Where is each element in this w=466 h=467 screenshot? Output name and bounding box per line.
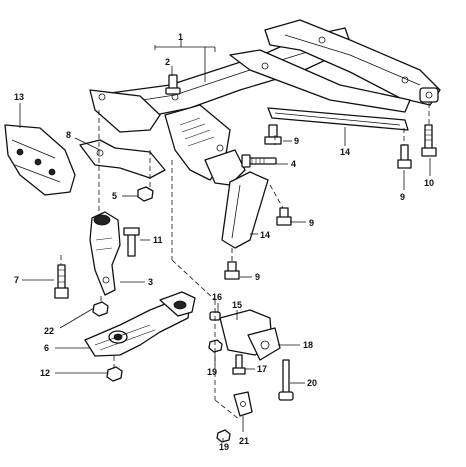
callout-8: 8 [66,130,71,140]
nut-12 [106,366,123,382]
leader-lines [19,40,431,442]
bolt-9-mid [276,207,292,226]
bolt-9-right [397,144,412,169]
callout-21: 21 [239,436,249,446]
subframe-crossmember [89,19,441,186]
callout-labels: 1 2 13 8 9 14 4 5 9 10 9 14 11 3 7 9 16 … [14,32,434,452]
heat-shield-plate [4,124,76,196]
callout-7: 7 [14,275,19,285]
bolt-4 [241,154,277,168]
callout-14-upper: 14 [340,147,350,157]
callout-13: 13 [14,92,24,102]
callout-9-mid: 9 [309,218,314,228]
reinforcement-strip-upper [267,107,409,131]
bolt-2 [165,74,181,95]
callout-11: 11 [153,235,163,245]
bolt-9-lower [224,261,240,280]
callout-19-upper: 19 [207,367,217,377]
callout-2: 2 [165,57,170,67]
engine-mount-bracket [89,211,121,296]
lower-control-arm [84,291,196,357]
nut-22 [92,301,109,317]
callout-9-right: 9 [400,192,405,202]
assembly-lines [60,103,430,421]
nut-19-upper [208,339,223,353]
callout-17: 17 [257,364,267,374]
callout-14-middle: 14 [260,230,270,240]
callout-1: 1 [178,32,183,42]
nut-5 [137,186,154,202]
link-20 [278,359,294,401]
callout-9-upper: 9 [294,136,299,146]
nut-19-lower [216,429,231,443]
bolt-17 [232,354,246,375]
bolt-7 [54,264,69,299]
callout-19-lower: 19 [219,442,229,452]
knuckle-assembly [209,309,281,361]
callout-18: 18 [303,340,313,350]
callout-6: 6 [44,343,49,353]
bolt-11 [123,227,140,257]
callout-12: 12 [40,368,50,378]
callout-3: 3 [148,277,153,287]
bracket-21 [233,391,253,417]
callout-5: 5 [112,191,117,201]
callout-10: 10 [424,178,434,188]
callout-9-lower: 9 [255,272,260,282]
bolt-9-upper [264,124,282,145]
callout-4: 4 [291,159,296,169]
bolt-10 [421,124,437,157]
callout-16: 16 [212,292,222,302]
callout-20: 20 [307,378,317,388]
bracket-8 [79,139,166,179]
reinforcement-strut-middle [221,171,269,249]
callout-15: 15 [232,300,242,310]
callout-22: 22 [44,326,54,336]
